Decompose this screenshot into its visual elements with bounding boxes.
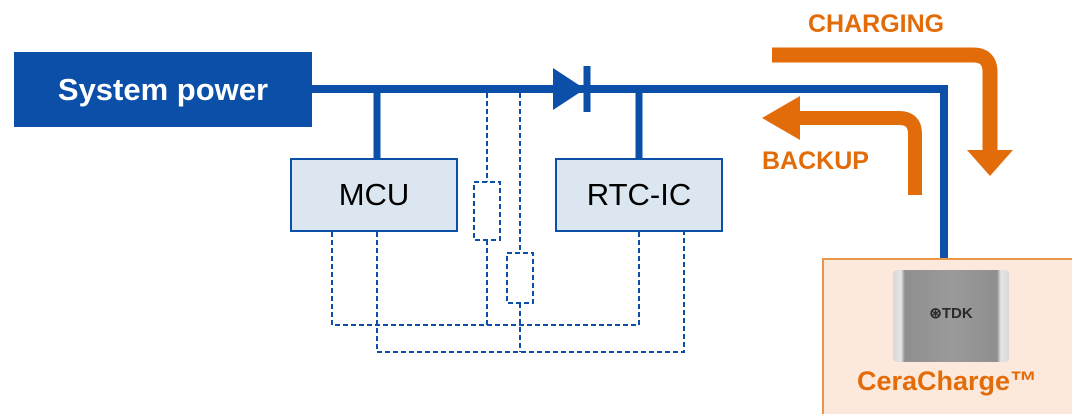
- dashed-signal-lines: [331, 93, 685, 353]
- charging-arrow-icon: [772, 47, 1013, 176]
- tdk-logo: ⊛TDK: [893, 304, 1009, 322]
- mcu-box: MCU: [290, 158, 458, 232]
- pullup-resistor-2: [506, 252, 534, 304]
- rtc-ic-label: RTC-IC: [586, 177, 692, 212]
- backup-arrow-icon: [762, 96, 922, 195]
- pullup-resistor-1: [473, 181, 501, 241]
- ceracharge-chip-image: ⊛TDK: [893, 270, 1009, 362]
- diode-symbol: [553, 66, 591, 112]
- rtc-ic-box: RTC-IC: [555, 158, 723, 232]
- charging-label: CHARGING: [808, 10, 945, 38]
- tdk-logo-symbol-icon: ⊛: [929, 305, 942, 322]
- system-power-box: System power: [14, 52, 312, 127]
- system-power-label: System power: [57, 71, 269, 107]
- backup-label: BACKUP: [762, 147, 869, 175]
- ceracharge-label: CeraCharge™: [856, 366, 1038, 396]
- mcu-label: MCU: [338, 177, 410, 212]
- tdk-logo-text: TDK: [941, 305, 973, 322]
